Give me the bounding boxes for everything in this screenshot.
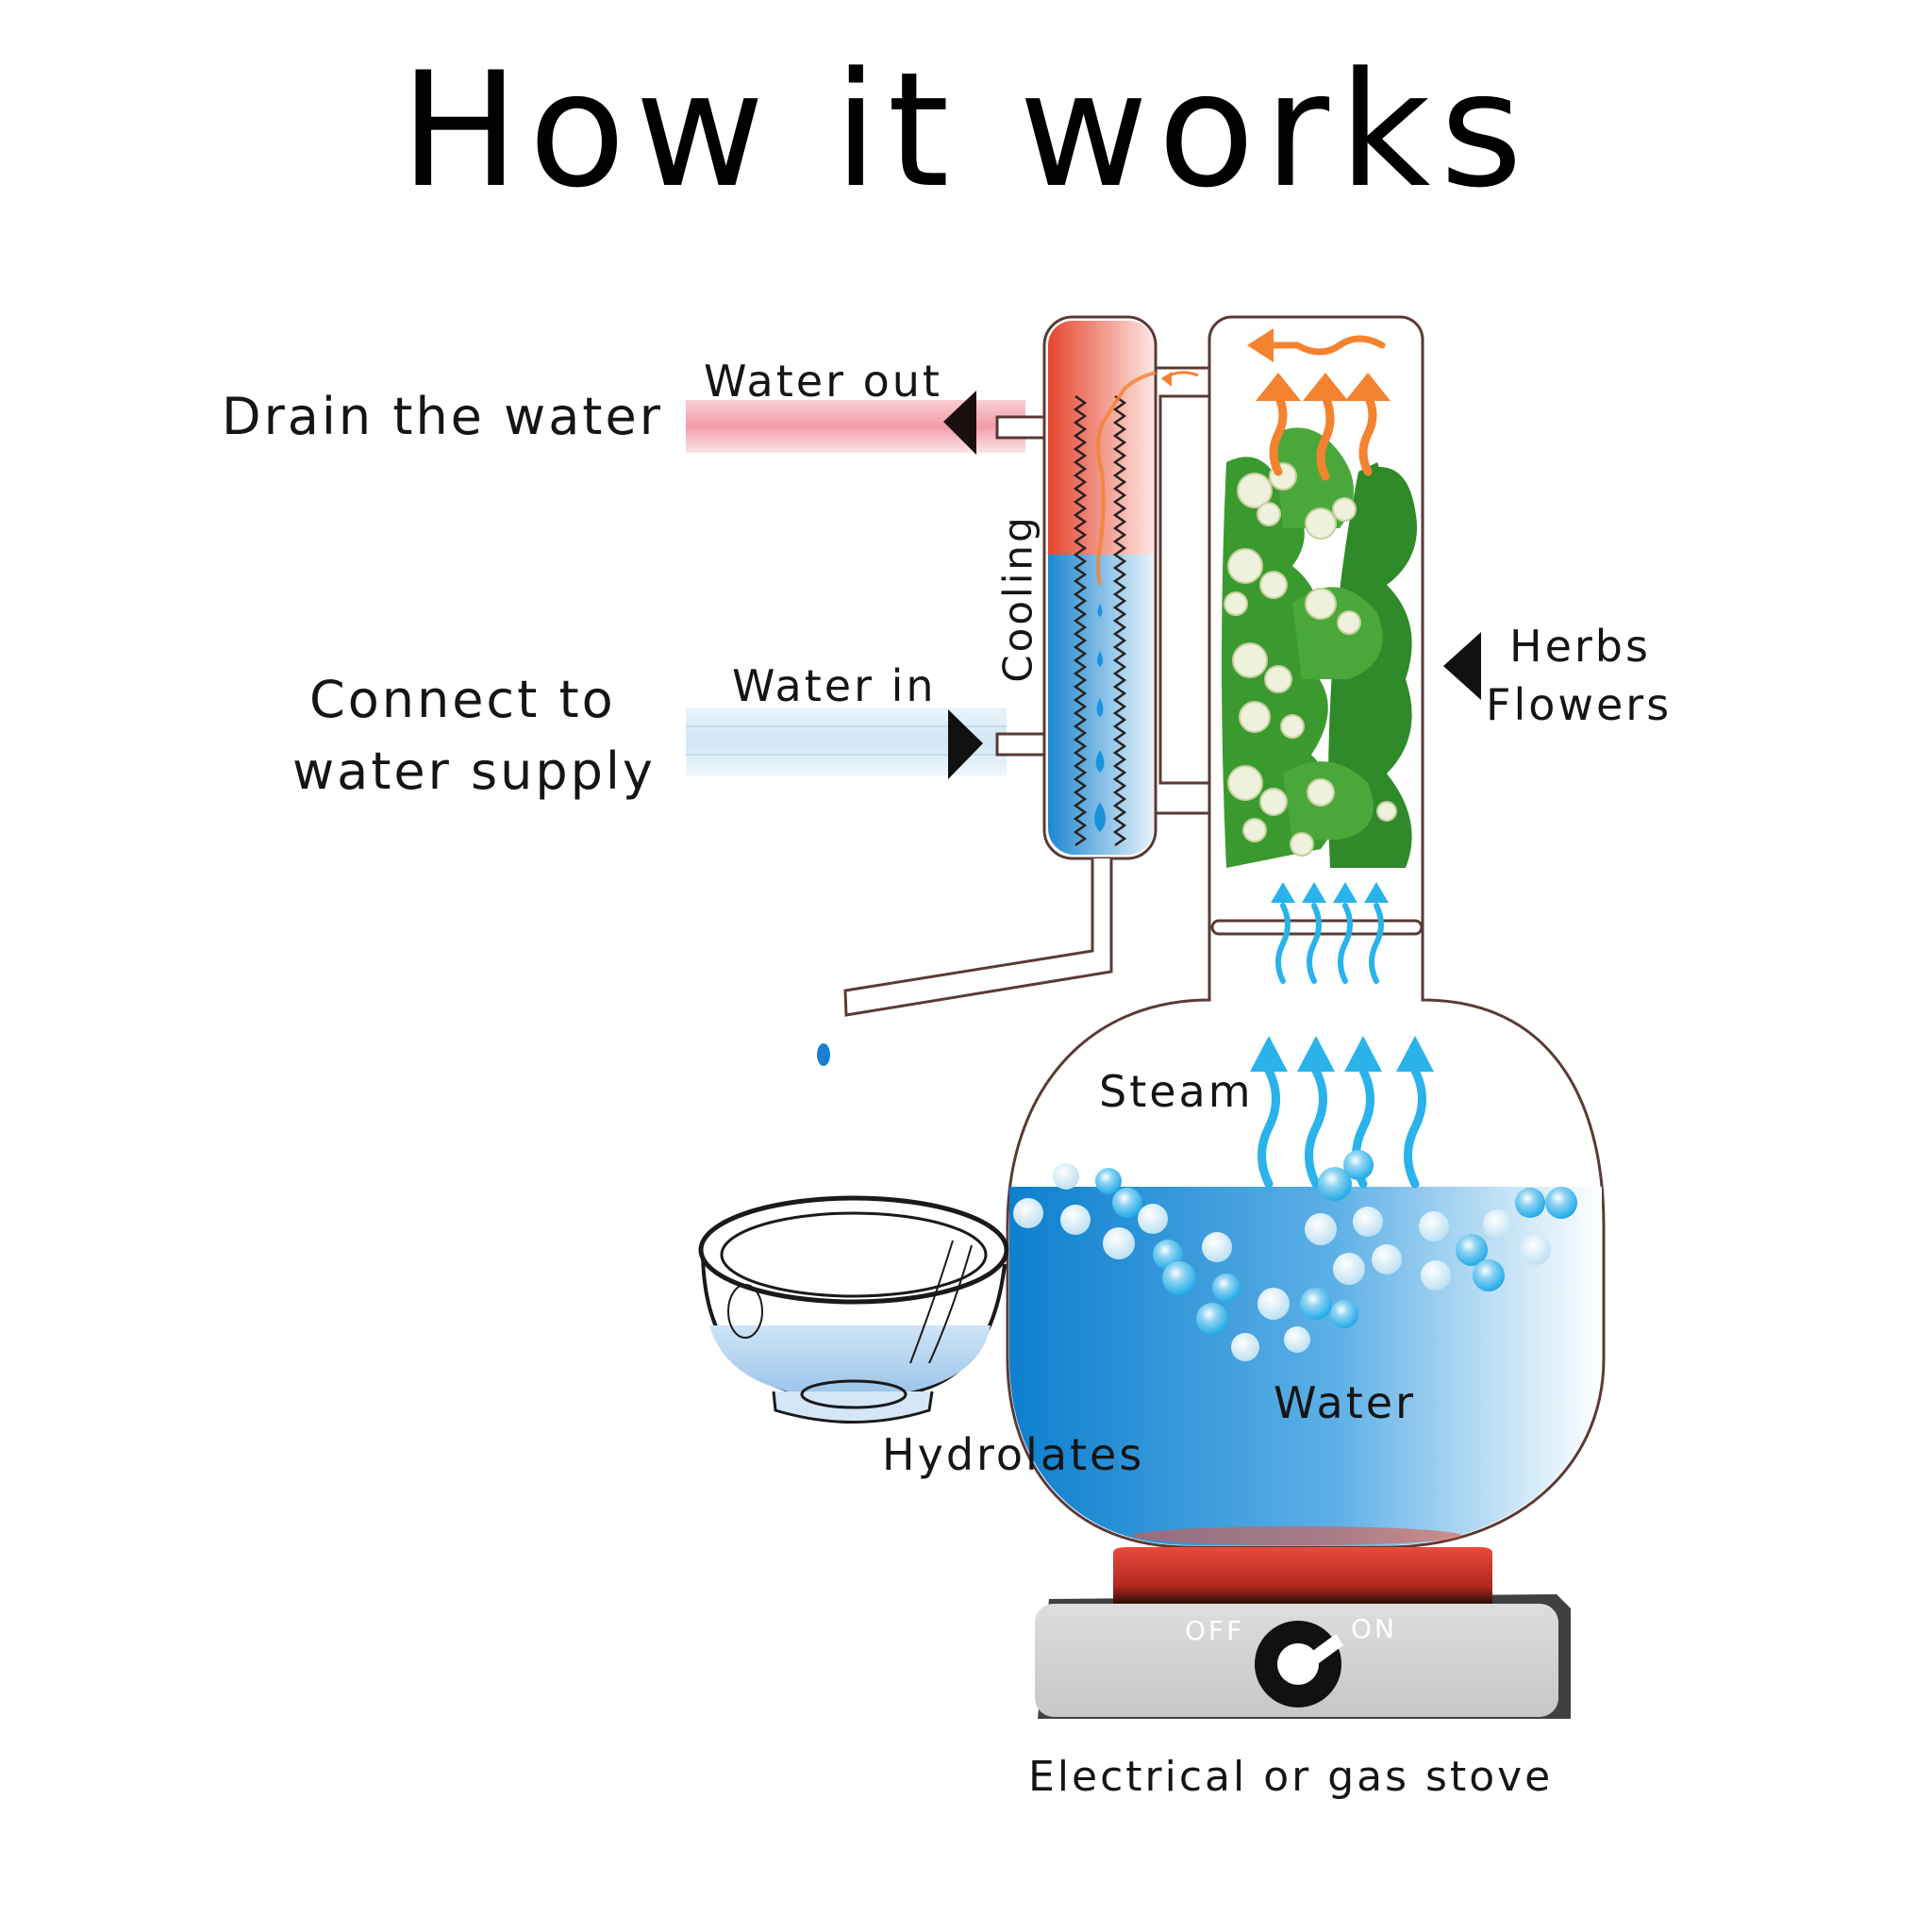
herbs-bundle [1222,427,1417,868]
stove-off-label: OFF [1185,1615,1245,1646]
cooling-coil-right [1112,394,1127,847]
water-out-label: Water out [704,356,942,407]
page-title: How it works [400,38,1532,223]
steam-label: Steam [1099,1066,1254,1117]
steam-arrows-neck [1275,903,1384,984]
cooling-coil-left [1073,394,1088,847]
condenser [1042,315,1158,860]
boiling-bubbles [1013,1150,1577,1361]
hydrolate-bowl [698,1195,1009,1424]
stove-label: Electrical or gas stove [1028,1753,1554,1801]
steam-arrowheads-neck [1271,882,1389,903]
water-label: Water [1274,1377,1416,1428]
outlet-pipe [817,858,1113,1066]
supply-pipe [686,708,1046,779]
flask [1006,315,1606,1549]
condensate-drops [1094,604,1106,832]
connect-supply-label-line1: Connect to [309,670,616,729]
herbs-pointer-icon [1443,632,1481,700]
steam-arrowheads-flask [1250,1036,1434,1072]
water-in-arrow-icon [948,709,983,779]
connect-supply-label-line2: water supply [292,741,656,801]
flowers-label: Flowers [1486,679,1673,730]
flask-water [1009,1187,1602,1545]
stove-on-label: ON [1351,1613,1397,1644]
stove-knob-icon[interactable] [1255,1621,1343,1707]
herbs-label: Herbs [1509,621,1651,672]
heater-plate [1113,1547,1492,1604]
falling-drop [817,1043,830,1066]
water-in-label: Water in [732,660,937,711]
drain-pipe [686,391,1046,455]
vapor-arrowheads [1247,328,1391,401]
hydrolates-label: Hydrolates [882,1429,1145,1480]
water-out-arrow-icon [943,391,976,455]
drain-water-label: Drain the water [222,387,663,446]
vapor-bridge [1156,366,1213,821]
vapor-arrows [1265,335,1386,481]
cooling-label: Cooling [994,514,1041,683]
stove [1035,1547,1571,1719]
